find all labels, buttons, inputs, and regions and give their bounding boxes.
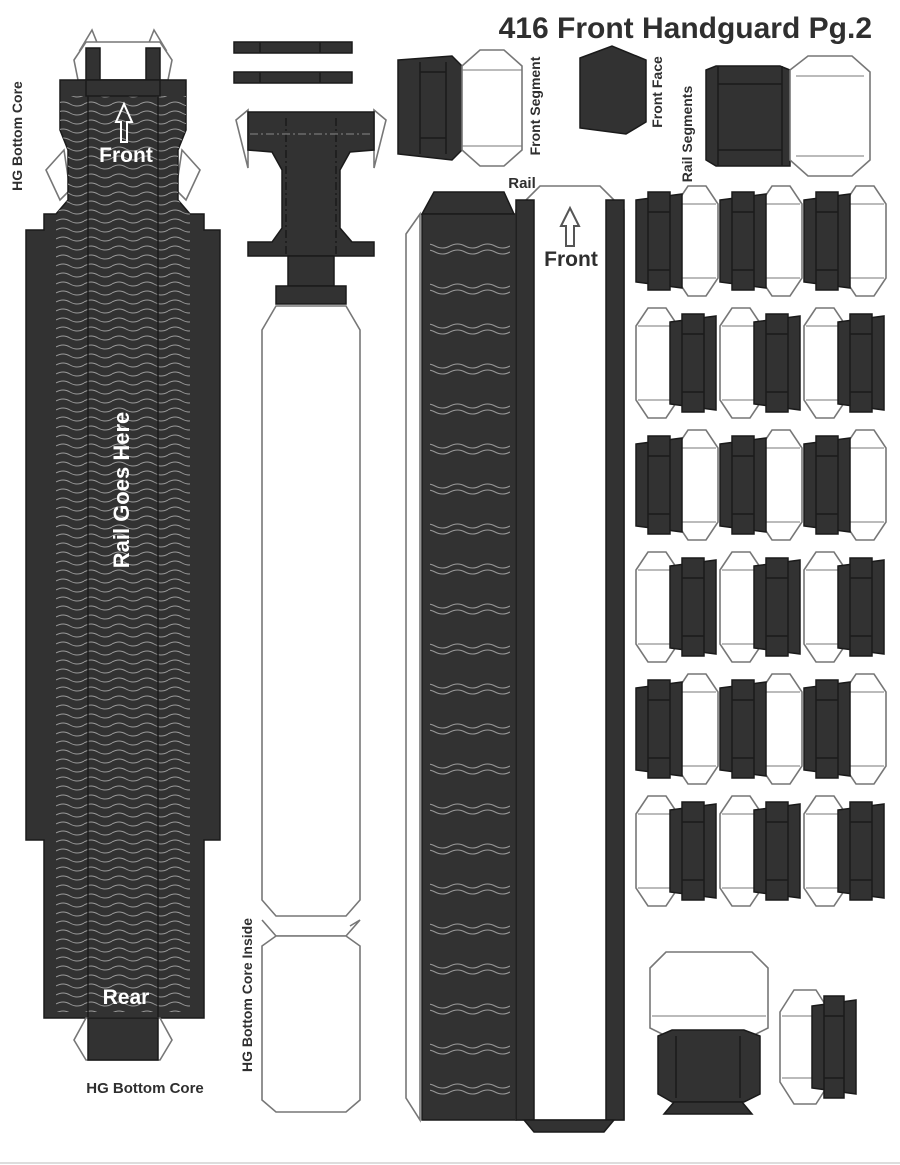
small-strip-top xyxy=(233,41,353,54)
rail-label: Rail xyxy=(508,175,536,192)
rail-segment-piece xyxy=(803,551,885,663)
rail-segment-grid xyxy=(635,185,887,907)
rear-label-core: Rear xyxy=(103,986,150,1009)
rail-segment-piece xyxy=(719,307,801,419)
rail-segment-piece xyxy=(719,429,803,541)
rail-segment-piece xyxy=(719,185,803,297)
small-strip-bottom xyxy=(233,71,353,84)
rail-segments-label: Rail Segments xyxy=(679,86,695,183)
rail-piece xyxy=(405,185,625,1133)
rail-segment-piece xyxy=(803,795,885,907)
front-label-rail: Front xyxy=(544,248,598,271)
rail-segment-piece xyxy=(635,795,717,907)
front-segment-piece xyxy=(397,49,523,167)
front-face-label: Front Face xyxy=(649,56,665,128)
rail-segment-piece xyxy=(635,429,719,541)
rail-goes-here-label: Rail Goes Here xyxy=(109,412,134,569)
page-title: 416 Front Handguard Pg.2 xyxy=(499,12,872,45)
hg-bottom-core-inside-label: HG Bottom Core Inside xyxy=(239,918,255,1072)
rail-segments-piece xyxy=(705,55,871,177)
rail-segment-piece xyxy=(635,185,719,297)
hg-bottom-core-piece xyxy=(25,28,221,1061)
rail-segment-piece xyxy=(719,551,801,663)
hg-bottom-core-side-label: HG Bottom Core xyxy=(9,81,25,191)
rail-segment-piece xyxy=(803,429,887,541)
front-face-piece xyxy=(579,45,647,135)
hg-bottom-core-bottom-label: HG Bottom Core xyxy=(86,1080,204,1097)
rail-segment-piece xyxy=(719,673,803,785)
rail-segment-piece xyxy=(803,673,887,785)
up-arrow-icon xyxy=(114,101,134,143)
bottom-segment-large xyxy=(649,951,769,1115)
hg-bottom-core-inside-piece xyxy=(235,108,387,1113)
bottom-segment-small xyxy=(779,989,857,1105)
rail-segment-piece xyxy=(635,551,717,663)
rail-segment-piece xyxy=(719,795,801,907)
front-label-core: Front xyxy=(99,144,153,167)
rail-segment-piece xyxy=(803,185,887,297)
rail-segment-piece xyxy=(635,307,717,419)
rail-segment-piece xyxy=(635,673,719,785)
front-segment-label: Front Segment xyxy=(527,56,543,155)
up-arrow-icon xyxy=(559,205,581,247)
rail-segment-piece xyxy=(803,307,885,419)
